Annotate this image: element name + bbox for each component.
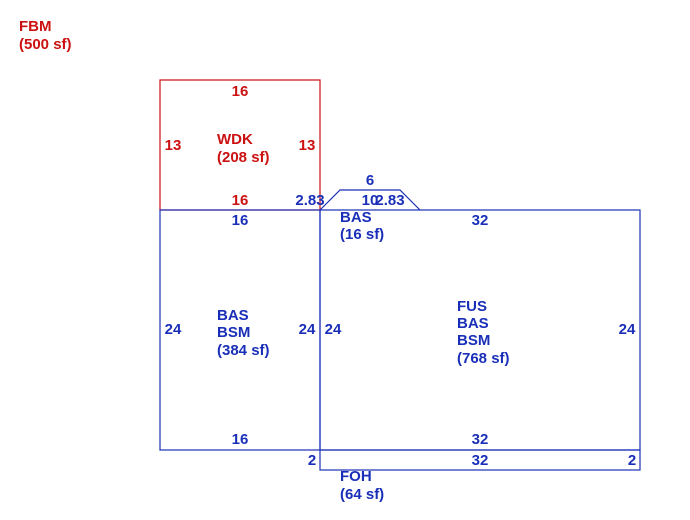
wdk-bottom-dimension: 16 <box>232 192 249 209</box>
bay-right-dimension: 2.83 <box>375 192 404 209</box>
main-bottom-dimension: 32 <box>472 431 489 448</box>
bay-outline <box>319 189 421 211</box>
wdk-left-dimension: 13 <box>165 137 182 154</box>
bay-area: (16 sf) <box>340 226 384 243</box>
west-bottom-dimension: 16 <box>232 431 249 448</box>
porch-right-dimension: 2 <box>628 452 636 469</box>
bay-base-dimension: 10 <box>362 192 379 209</box>
west-code-2: BSM <box>217 324 250 341</box>
porch-outline <box>319 449 641 471</box>
porch-length-dimension: 32 <box>472 452 489 469</box>
porch-left-dimension: 2 <box>308 452 316 469</box>
west-left-dimension: 24 <box>165 321 182 338</box>
west-code-1: BAS <box>217 307 249 324</box>
west-area: (384 sf) <box>217 342 270 359</box>
porch-code: FOH <box>340 468 372 485</box>
wdk-area: (208 sf) <box>217 149 270 166</box>
porch-area: (64 sf) <box>340 486 384 503</box>
main-code-1: FUS <box>457 298 487 315</box>
summary-code: FBM <box>19 18 52 35</box>
wdk-code: WDK <box>217 131 253 148</box>
main-left-dimension: 24 <box>325 321 342 338</box>
west-right-dimension: 24 <box>299 321 316 338</box>
main-code-2: BAS <box>457 315 489 332</box>
wdk-top-dimension: 16 <box>232 83 249 100</box>
wdk-right-dimension: 13 <box>299 137 316 154</box>
bay-left-dimension: 2.83 <box>295 192 324 209</box>
main-right-dimension: 24 <box>619 321 636 338</box>
west-top-dimension: 16 <box>232 212 249 229</box>
bay-code: BAS <box>340 209 372 226</box>
bay-top-dimension: 6 <box>366 172 374 189</box>
main-code-3: BSM <box>457 332 490 349</box>
main-top-dimension: 32 <box>472 212 489 229</box>
summary-area: (500 sf) <box>19 36 72 53</box>
main-area: (768 sf) <box>457 350 510 367</box>
